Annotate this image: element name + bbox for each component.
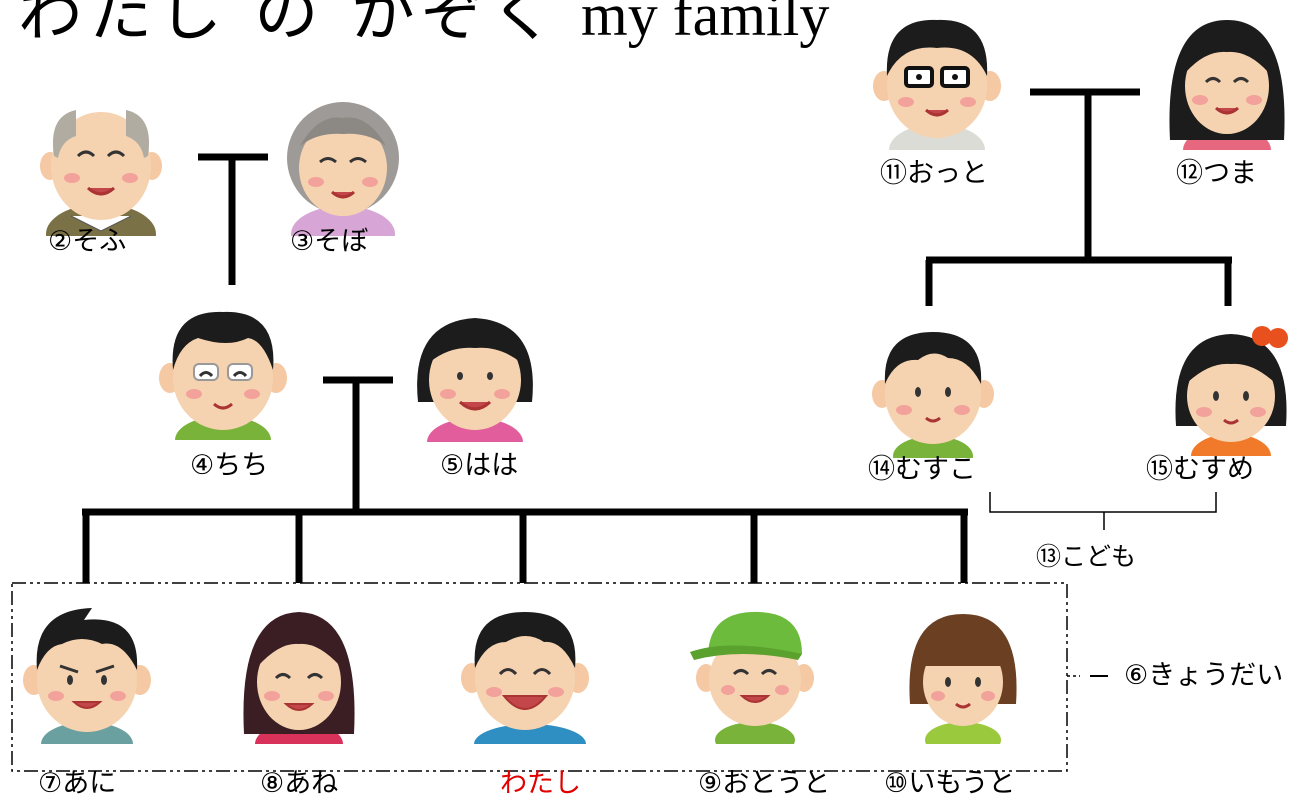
older-sister-label: ⑧あね: [260, 768, 339, 799]
wife-label: ⑫つま: [1176, 158, 1257, 189]
husband-illustration: [872, 10, 1002, 150]
father-illustration: [158, 300, 288, 440]
children-bracket: [989, 492, 1217, 530]
younger-sister-illustration: [898, 604, 1028, 744]
parents-connectors: [82, 376, 968, 583]
older-brother-label: ⑦あに: [38, 768, 117, 799]
grandmother-label: ③そぼ: [290, 226, 369, 257]
grandparents-connectors: [198, 153, 268, 285]
older-brother-illustration: [22, 604, 152, 744]
siblings-group-label: ⑥きょうだい: [1124, 660, 1284, 691]
younger-sister-label: ⑩いもうと: [884, 768, 1016, 799]
mother-label: ⑤はは: [440, 450, 519, 481]
couple-connectors: [925, 88, 1232, 306]
grandmother-illustration: [278, 96, 408, 236]
son-illustration: [868, 318, 998, 458]
younger-brother-illustration: [690, 604, 820, 744]
husband-label: ⑪おっと: [880, 158, 988, 189]
older-sister-illustration: [234, 604, 364, 744]
me-illustration: [460, 604, 590, 744]
children-group-label: ⑬こども: [1036, 542, 1137, 571]
siblings-group-box: [11, 582, 1068, 772]
father-label: ④ちち: [190, 450, 269, 481]
wife-illustration: [1162, 10, 1292, 150]
son-label: ⑭むすこ: [868, 454, 976, 485]
grandfather-label: ②そふ: [48, 226, 127, 257]
page-title: わたし の かぞく my family: [18, 0, 829, 46]
title-english: my family: [581, 0, 830, 48]
title-japanese: わたし の かぞく: [18, 0, 561, 51]
daughter-illustration: [1166, 316, 1296, 456]
me-label: わたし: [500, 768, 581, 799]
daughter-label: ⑮むすめ: [1146, 454, 1254, 485]
mother-illustration: [410, 302, 540, 442]
grandfather-illustration: [36, 96, 166, 236]
younger-brother-label: ⑨おとうと: [698, 768, 831, 799]
